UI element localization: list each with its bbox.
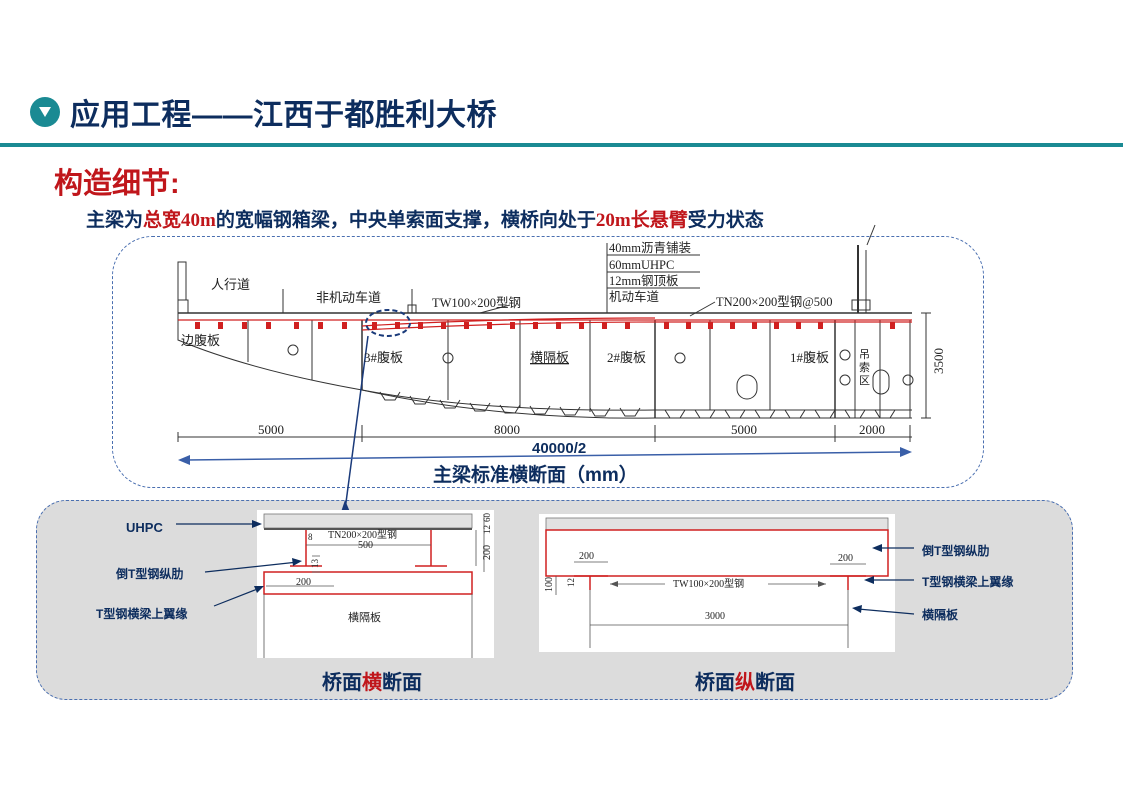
subtitle-part1: 主梁为 (86, 210, 144, 231)
section-heading: 构造细节: (54, 168, 180, 200)
longitudinal-dim-100: 100 (544, 577, 555, 592)
longitudinal-dim-3000: 3000 (705, 611, 725, 622)
subtitle-part2: 总宽 (143, 210, 182, 231)
subtitle-part3: 40m (181, 210, 216, 231)
transverse-dim-500: 500 (358, 540, 373, 551)
layer-uhpc: 60mmUHPC (609, 258, 674, 272)
sidewalk-label: 人行道 (211, 277, 250, 292)
uhpc-label: UHPC (126, 520, 163, 535)
dim-5000-left: 5000 (258, 422, 284, 437)
transverse-dim-13: 13 (310, 559, 320, 569)
transverse-detail-panel (257, 510, 494, 658)
transverse-caption-part2: 横 (362, 672, 382, 694)
layer-motor-lane: 机动车道 (609, 289, 660, 304)
dim-8000: 8000 (494, 422, 520, 437)
longitudinal-caption-part3: 断面 (755, 672, 795, 694)
subtitle-part5: 20m (595, 210, 631, 231)
cable-zone-label-1: 吊 (859, 348, 870, 361)
transverse-diaphragm-label: 横隔板 (348, 610, 381, 624)
t-flange-label-left: T型钢横梁上翼缘 (96, 606, 187, 621)
subtitle-part4: 的宽幅钢箱梁，中央单索面支撑，横桥向处于 (215, 210, 596, 231)
inverted-t-label-left: 倒T型钢纵肋 (115, 566, 183, 581)
title-row: 应用工程——江西于都胜利大桥 (30, 92, 497, 132)
transverse-dim-8: 8 (308, 532, 313, 542)
subtitle: 主梁为总宽40m的宽幅钢箱梁，中央单索面支撑，横桥向处于20m长悬臂受力状态 (86, 205, 764, 232)
inverted-t-label-right: 倒T型钢纵肋 (921, 543, 989, 558)
web2-label: 2#腹板 (607, 350, 646, 365)
longitudinal-caption: 桥面纵断面 (695, 666, 795, 695)
dim-2000: 2000 (859, 422, 885, 437)
bike-lane-label: 非机动车道 (316, 290, 381, 305)
height-dimension: 3500 (931, 348, 946, 374)
transverse-caption-part3: 断面 (382, 672, 422, 694)
diaphragm-label-right: 横隔板 (922, 607, 959, 622)
transverse-steel-label: TN200×200型钢 (328, 528, 397, 541)
main-section-frame (112, 236, 984, 488)
half-width-label: 40000/2 (532, 440, 586, 457)
transverse-dim-60: 60 (482, 513, 492, 523)
triangle-down-icon (30, 97, 60, 127)
main-section-caption: 主梁标准横断面（mm） (433, 463, 638, 486)
layer-steel-plate: 12mm钢顶板 (609, 274, 679, 288)
longitudinal-steel-label: TW100×200型钢 (673, 577, 744, 590)
diaphragm-label: 横隔板 (530, 350, 569, 365)
dim-5000-right: 5000 (731, 422, 757, 437)
transverse-dim-12: 12 (482, 525, 492, 534)
title-divider (0, 143, 1123, 147)
page-title: 应用工程——江西于都胜利大桥 (70, 99, 497, 132)
longitudinal-detail-panel (539, 514, 895, 652)
subtitle-part7: 受力状态 (687, 210, 764, 231)
longitudinal-dim-12: 12 (566, 578, 576, 587)
transverse-caption: 桥面横断面 (322, 666, 422, 695)
edge-web-label: 边腹板 (181, 333, 220, 348)
cable-zone-label-2: 索 (859, 360, 870, 374)
longitudinal-caption-part1: 桥面 (695, 672, 735, 694)
web3-label: 3#腹板 (364, 350, 403, 365)
t-flange-label-right: T型钢横梁上翼缘 (922, 574, 1013, 589)
longitudinal-dim-200-left: 200 (579, 551, 594, 562)
layer-asphalt: 40mm沥青铺装 (609, 241, 691, 255)
longitudinal-caption-part2: 纵 (735, 672, 755, 694)
tw-steel-label: TW100×200型钢 (432, 296, 521, 310)
cable-zone-label-3: 区 (859, 375, 870, 387)
web1-label: 1#腹板 (790, 350, 829, 365)
subtitle-part6: 长悬臂 (630, 210, 688, 231)
transverse-caption-part1: 桥面 (322, 672, 362, 694)
transverse-dim-200-side: 200 (482, 545, 493, 560)
tn-steel-label: TN200×200型钢@500 (716, 295, 832, 309)
transverse-dim-200: 200 (296, 577, 311, 588)
longitudinal-dim-200-right: 200 (838, 553, 853, 564)
